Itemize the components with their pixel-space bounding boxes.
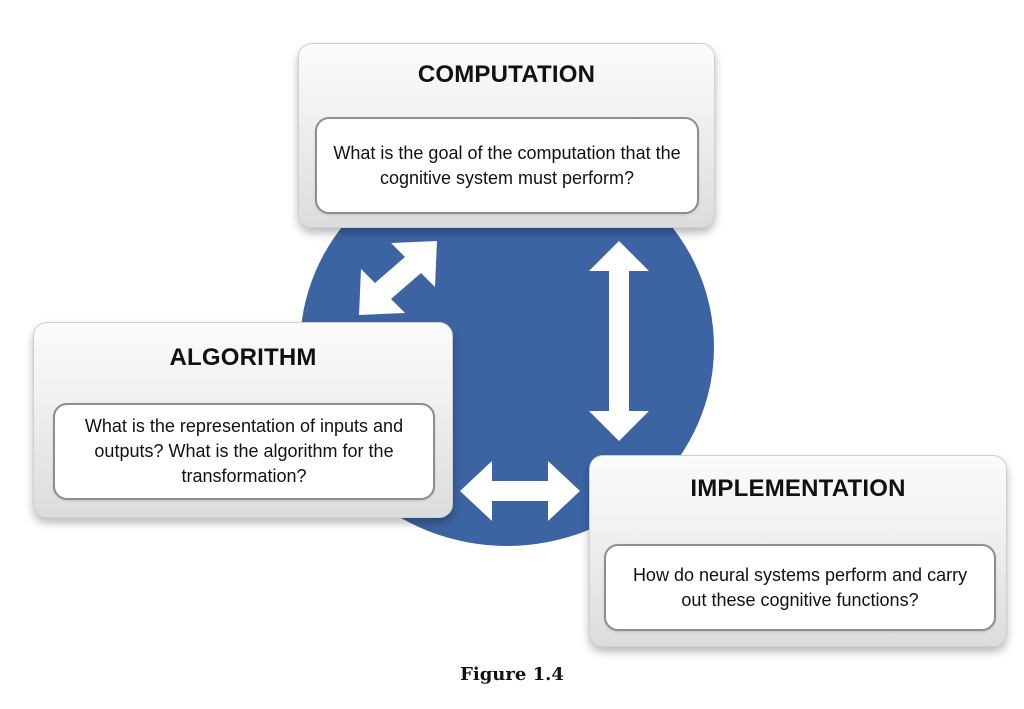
computation-question: What is the goal of the computation that… bbox=[315, 117, 699, 214]
figure-caption: Figure 1.4 bbox=[460, 664, 564, 685]
computation-title: COMPUTATION bbox=[417, 61, 596, 88]
diagonal-double-arrow-icon bbox=[359, 241, 437, 315]
implementation-title: IMPLEMENTATION bbox=[690, 475, 906, 502]
algorithm-title: ALGORITHM bbox=[169, 344, 317, 371]
implementation-question: How do neural systems perform and carry … bbox=[604, 544, 996, 631]
vertical-double-arrow-icon bbox=[589, 241, 649, 441]
algorithm-question: What is the representation of inputs and… bbox=[53, 403, 435, 500]
implementation-panel: IMPLEMENTATION How do neural systems per… bbox=[589, 455, 1007, 647]
computation-panel: COMPUTATION What is the goal of the comp… bbox=[298, 43, 715, 228]
horizontal-double-arrow-icon bbox=[460, 461, 580, 521]
algorithm-panel: ALGORITHM What is the representation of … bbox=[33, 322, 453, 518]
